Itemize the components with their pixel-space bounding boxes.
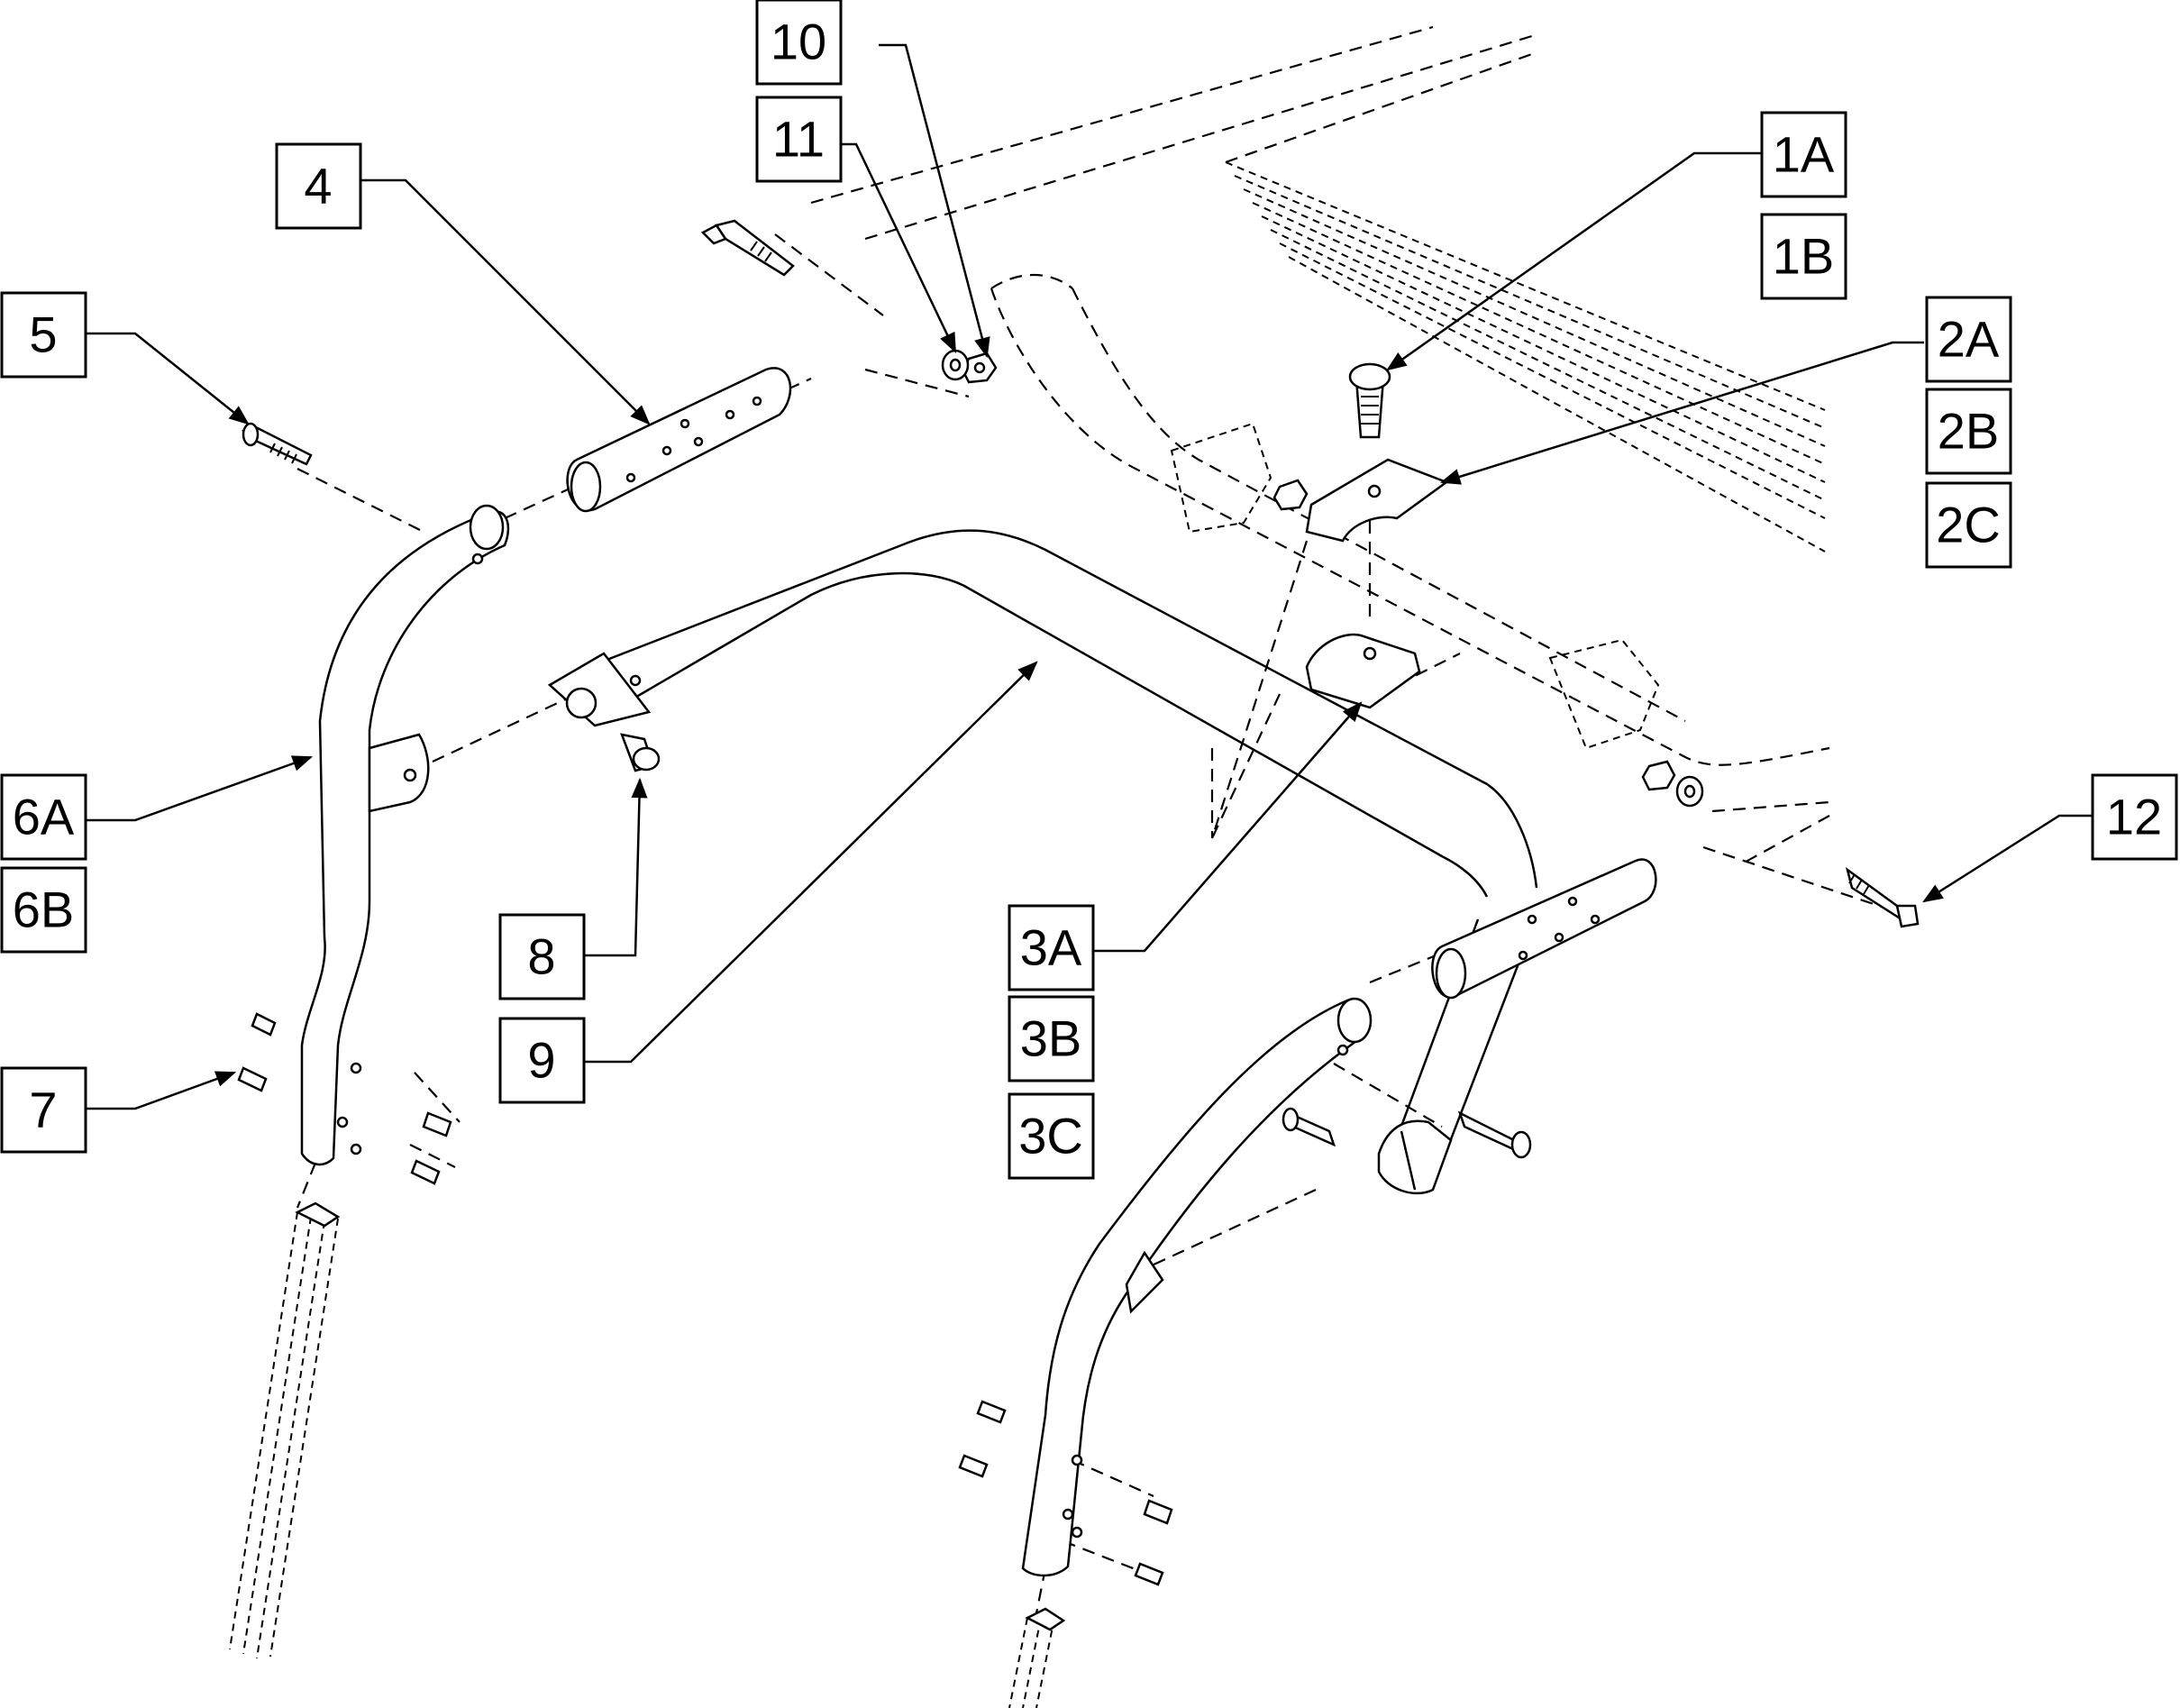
callout-8: 8	[498, 913, 586, 1000]
bolt-12	[1845, 866, 1920, 928]
tube-sleeve-right	[1431, 858, 1657, 1000]
right-lower-leg	[1008, 1607, 1066, 1708]
callout-1A: 1A	[1760, 111, 1847, 198]
svg-text:3A: 3A	[1020, 919, 1082, 976]
clamp-upper-half	[1305, 458, 1449, 543]
callout-3B: 3B	[1008, 995, 1095, 1082]
svg-text:5: 5	[29, 306, 57, 363]
screw-8	[620, 733, 661, 772]
callout-6A: 6A	[0, 773, 87, 861]
svg-text:2A: 2A	[1938, 311, 2000, 368]
svg-text:7: 7	[29, 1082, 57, 1138]
svg-text:2B: 2B	[1938, 403, 2000, 460]
callout-2C: 2C	[1925, 481, 2012, 569]
set-screws-left	[237, 1012, 452, 1185]
callout-9: 9	[498, 1017, 586, 1104]
svg-text:1B: 1B	[1773, 228, 1835, 285]
callout-10: 10	[755, 0, 843, 86]
svg-text:11: 11	[772, 111, 825, 168]
right-upright-tube	[1021, 918, 1534, 1577]
bolt-1A	[1348, 362, 1391, 439]
callout-7: 7	[0, 1066, 87, 1154]
seat-frame-phantom	[810, 25, 1830, 866]
svg-text:1A: 1A	[1773, 126, 1835, 183]
cross-bar	[547, 529, 1538, 898]
bolt-5	[242, 422, 313, 466]
svg-text:3B: 3B	[1020, 1010, 1082, 1067]
svg-text:4: 4	[304, 158, 332, 215]
callout-12: 12	[2091, 773, 2178, 861]
tube-sleeve-left	[566, 367, 792, 513]
callout-2B: 2B	[1925, 388, 2012, 475]
callout-3A: 3A	[1008, 904, 1095, 991]
svg-text:8: 8	[527, 928, 555, 985]
svg-text:12: 12	[2106, 789, 2162, 845]
callout-11: 11	[755, 96, 843, 183]
clamp-lower-half	[1305, 633, 1421, 709]
svg-text:6A: 6A	[13, 789, 75, 845]
set-screws-right	[958, 1400, 1173, 1586]
nut-right	[1641, 760, 1704, 808]
svg-text:2C: 2C	[1936, 497, 2001, 553]
callout-4: 4	[275, 142, 362, 230]
callout-6B: 6B	[0, 866, 87, 954]
callout-5: 5	[0, 291, 87, 379]
leader-lines	[86, 43, 2095, 1110]
left-upright-tube	[300, 504, 510, 1166]
washer-11	[941, 349, 970, 381]
nut-center	[1272, 479, 1309, 511]
svg-text:9: 9	[527, 1032, 555, 1089]
callout-3C: 3C	[1008, 1092, 1095, 1180]
callout-1B: 1B	[1760, 213, 1847, 300]
bolt-top-left	[700, 219, 795, 277]
svg-text:10: 10	[771, 14, 826, 70]
left-lower-leg	[229, 1201, 341, 1659]
svg-text:6B: 6B	[13, 881, 75, 938]
callout-2A: 2A	[1925, 296, 2012, 383]
bolt-right-axle	[1282, 1107, 1532, 1159]
svg-text:3C: 3C	[1018, 1108, 1083, 1165]
